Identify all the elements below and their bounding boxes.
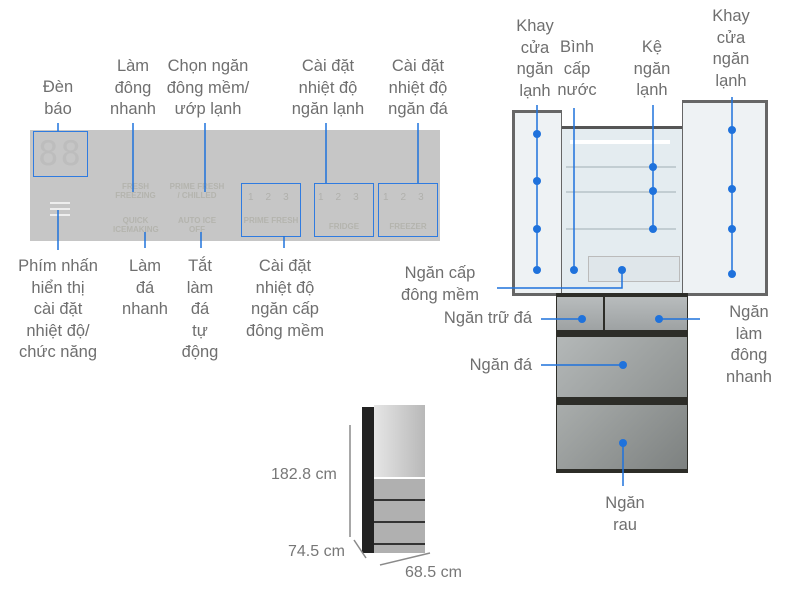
- marker-dot: [649, 225, 657, 233]
- display-highlight: [33, 131, 88, 177]
- marker-dot: [728, 270, 736, 278]
- prime-fresh-highlight: [241, 183, 301, 237]
- shelf: [566, 228, 676, 230]
- label-fresh-freezing: Làm đông nhanh: [110, 57, 156, 118]
- marker-dot: [728, 185, 736, 193]
- width-dimension: 68.5 cm: [405, 564, 462, 581]
- temperature-display: 88: [38, 134, 83, 174]
- marker-dot: [655, 315, 663, 323]
- marker-dot: [728, 225, 736, 233]
- prime-fresh-label: PRIME FRESH: [243, 216, 299, 225]
- label-prime-fresh-temp: Cài đặt nhiệt độ ngăn cấp đông mềm: [246, 257, 324, 340]
- connector-line: [497, 270, 623, 289]
- depth-arrow: [353, 539, 367, 559]
- fridge-label: FRIDGE: [328, 222, 360, 231]
- label-fridge-temp: Cài đặt nhiệt độ ngăn lạnh: [291, 57, 365, 118]
- height-dimension: 182.8 cm: [271, 466, 337, 483]
- fridge-light: [570, 140, 670, 144]
- small-fridge-drawers: [374, 479, 425, 553]
- label-prime-fresh: Ngăn cấp đông mềm: [401, 264, 479, 304]
- freezer-label: FREEZER: [389, 222, 427, 231]
- shelf: [566, 166, 676, 168]
- marker-dot: [649, 187, 657, 195]
- freezer-highlight: [378, 183, 438, 237]
- label-quick-freeze: Ngăn làm đông nhanh: [726, 303, 772, 386]
- marker-dot: [533, 177, 541, 185]
- marker-dot: [619, 361, 627, 369]
- small-fridge-side: [362, 407, 374, 553]
- prime-fresh-levels[interactable]: 123: [248, 192, 301, 203]
- marker-dot: [649, 163, 657, 171]
- marker-dot: [533, 266, 541, 274]
- fridge-highlight: [314, 183, 374, 237]
- width-arrow: [379, 552, 431, 566]
- marker-dot: [570, 266, 578, 274]
- freezer-levels[interactable]: 123: [383, 192, 436, 203]
- fresh-freezing-button[interactable]: FRESH FREEZING: [115, 182, 156, 200]
- label-freezer: Ngăn đá: [469, 356, 532, 374]
- label-freezer-temp: Cài đặt nhiệt độ ngăn đá: [388, 57, 448, 118]
- label-water-tank: Bình cấp nước: [557, 38, 597, 99]
- fridge-levels[interactable]: 123: [318, 192, 371, 203]
- label-ice-storage: Ngăn trữ đá: [443, 309, 532, 327]
- quick-freeze-drawer: [605, 297, 687, 330]
- label-fridge-shelf: Kệ ngăn lạnh: [633, 38, 671, 99]
- small-fridge-doors: [374, 405, 425, 477]
- label-auto-ice-off: Tắt làm đá tự động: [181, 257, 219, 361]
- label-right-door-tray: Khay cửa ngăn lạnh: [712, 7, 750, 90]
- depth-dimension: 74.5 cm: [288, 543, 345, 560]
- prime-fresh-chilled-button[interactable]: PRIME FRESH / CHILLED: [169, 182, 225, 200]
- menu-icon[interactable]: [50, 202, 70, 220]
- marker-dot: [578, 315, 586, 323]
- quick-icemaking-button[interactable]: QUICK ICEMAKING: [113, 216, 159, 234]
- label-quick-ice: Làm đá nhanh: [122, 257, 168, 318]
- auto-ice-off-button[interactable]: AUTO ICE OFF: [177, 216, 217, 234]
- marker-dot: [619, 439, 627, 447]
- label-menu-button: Phím nhấn hiển thị cài đặt nhiệt độ/ chứ…: [18, 257, 98, 361]
- marker-dot: [618, 266, 626, 274]
- control-panel: [30, 130, 440, 241]
- label-left-door-tray: Khay cửa ngăn lạnh: [516, 17, 554, 100]
- right-door: [682, 100, 768, 296]
- label-vegetable: Ngăn rau: [605, 494, 645, 534]
- marker-dot: [533, 225, 541, 233]
- vegetable-drawer: [557, 405, 687, 469]
- label-select-mode: Chọn ngăn đông mềm/ ướp lạnh: [166, 57, 250, 118]
- marker-dot: [533, 130, 541, 138]
- label-indicator: Đèn báo: [42, 78, 74, 118]
- prime-fresh-drawer: [588, 256, 680, 282]
- shelf: [566, 191, 676, 193]
- marker-dot: [728, 126, 736, 134]
- ice-storage-drawer: [557, 297, 603, 330]
